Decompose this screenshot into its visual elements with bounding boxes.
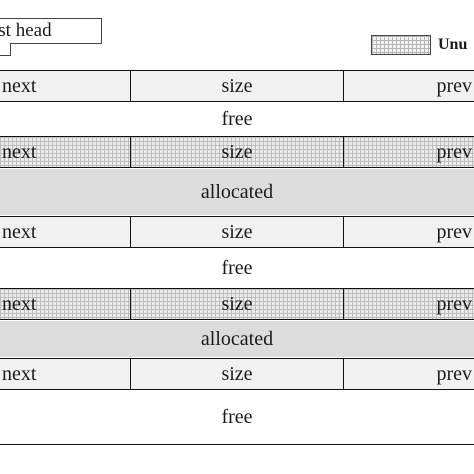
free-list-head-label: ist head [0, 20, 52, 41]
free-list-head-pointer [0, 43, 11, 56]
block-3-size-cell: size [130, 288, 344, 320]
block-4-next-cell: next [0, 358, 131, 390]
block-2-next-cell: next [0, 216, 131, 248]
block-3-body: allocated [0, 321, 474, 357]
block-2-prev-cell: prev [343, 216, 474, 248]
legend-unused-swatch [371, 35, 431, 55]
block-2-body: free [0, 249, 474, 287]
bottom-rule [0, 444, 474, 445]
legend-unused-label: Unu [438, 36, 468, 53]
free-list-head-box: ist head [0, 18, 102, 44]
block-0-prev-cell: prev [343, 70, 474, 102]
block-1-prev-cell: prev [343, 136, 474, 168]
block-1-size-cell: size [130, 136, 344, 168]
block-1-body: allocated [0, 169, 474, 215]
block-3-next-cell: next [0, 288, 131, 320]
block-2-size-cell: size [130, 216, 344, 248]
block-1-next-cell: next [0, 136, 131, 168]
block-3-prev-cell: prev [343, 288, 474, 320]
block-4-body: free [0, 391, 474, 443]
block-4-prev-cell: prev [343, 358, 474, 390]
block-0-size-cell: size [130, 70, 344, 102]
block-0-body: free [0, 103, 474, 135]
block-4-size-cell: size [130, 358, 344, 390]
block-0-next-cell: next [0, 70, 131, 102]
